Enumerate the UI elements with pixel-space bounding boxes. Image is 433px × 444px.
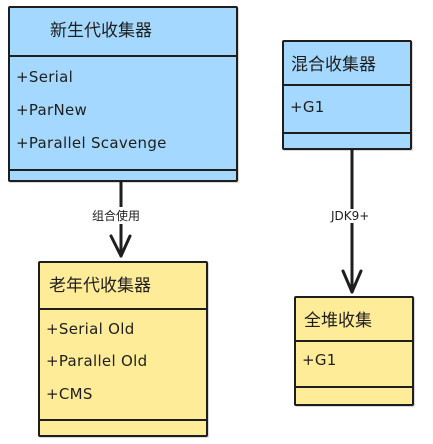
whole-heap-footer-divider [294,386,414,388]
young-gen-member: +Serial [16,68,74,86]
whole-heap-header-divider [294,340,414,342]
old-gen-member: +Serial Old [46,320,135,338]
old-gen-member: +Parallel Old [46,352,148,370]
old-gen-title: 老年代收集器 [49,276,151,296]
mixed-member: +G1 [290,98,325,116]
old-gen-collector-node: 老年代收集器 +Serial Old +Parallel Old +CMS [38,261,208,437]
young-gen-header-divider [8,55,238,57]
young-gen-member: +Parallel Scavenge [16,134,167,152]
whole-heap-title: 全堆收集 [304,311,372,331]
old-gen-member: +CMS [46,385,93,403]
young-gen-member: +ParNew [16,101,88,119]
mixed-collector-node: 混合收集器 +G1 [282,40,412,150]
mixed-title: 混合收集器 [291,55,376,75]
young-gen-footer-divider [8,169,238,171]
mixed-footer-divider [282,132,412,134]
mixed-header-divider [282,84,412,86]
whole-heap-collector-node: 全堆收集 +G1 [294,296,414,406]
edge-label-jdk9: JDK9+ [329,209,372,223]
edge-label-combined-use: 组合使用 [90,207,143,224]
young-gen-collector-node: 新生代收集器 +Serial +ParNew +Parallel Scaveng… [8,6,238,182]
old-gen-footer-divider [38,419,208,421]
whole-heap-member: +G1 [302,351,337,369]
old-gen-header-divider [38,308,208,310]
young-gen-title: 新生代收集器 [50,21,152,41]
